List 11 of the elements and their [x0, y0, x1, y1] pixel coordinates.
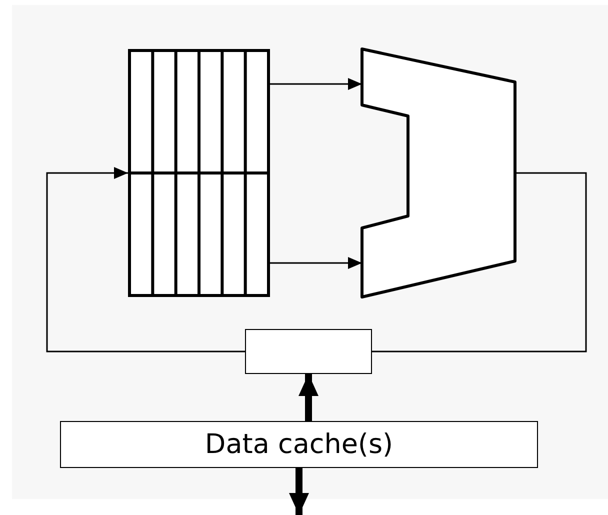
connector-line: [372, 172, 587, 352]
arrow: [270, 257, 362, 269]
thick-arrow: [298, 374, 318, 421]
box-label: Data cache(s): [204, 429, 394, 460]
cache-box: [60, 421, 538, 468]
arrow: [270, 78, 362, 90]
buffer-box: [245, 329, 372, 374]
arrow: [46, 167, 245, 352]
thick-arrow: [289, 468, 309, 515]
alu-shape: [362, 49, 515, 297]
register-file-drawing: [128, 49, 270, 297]
